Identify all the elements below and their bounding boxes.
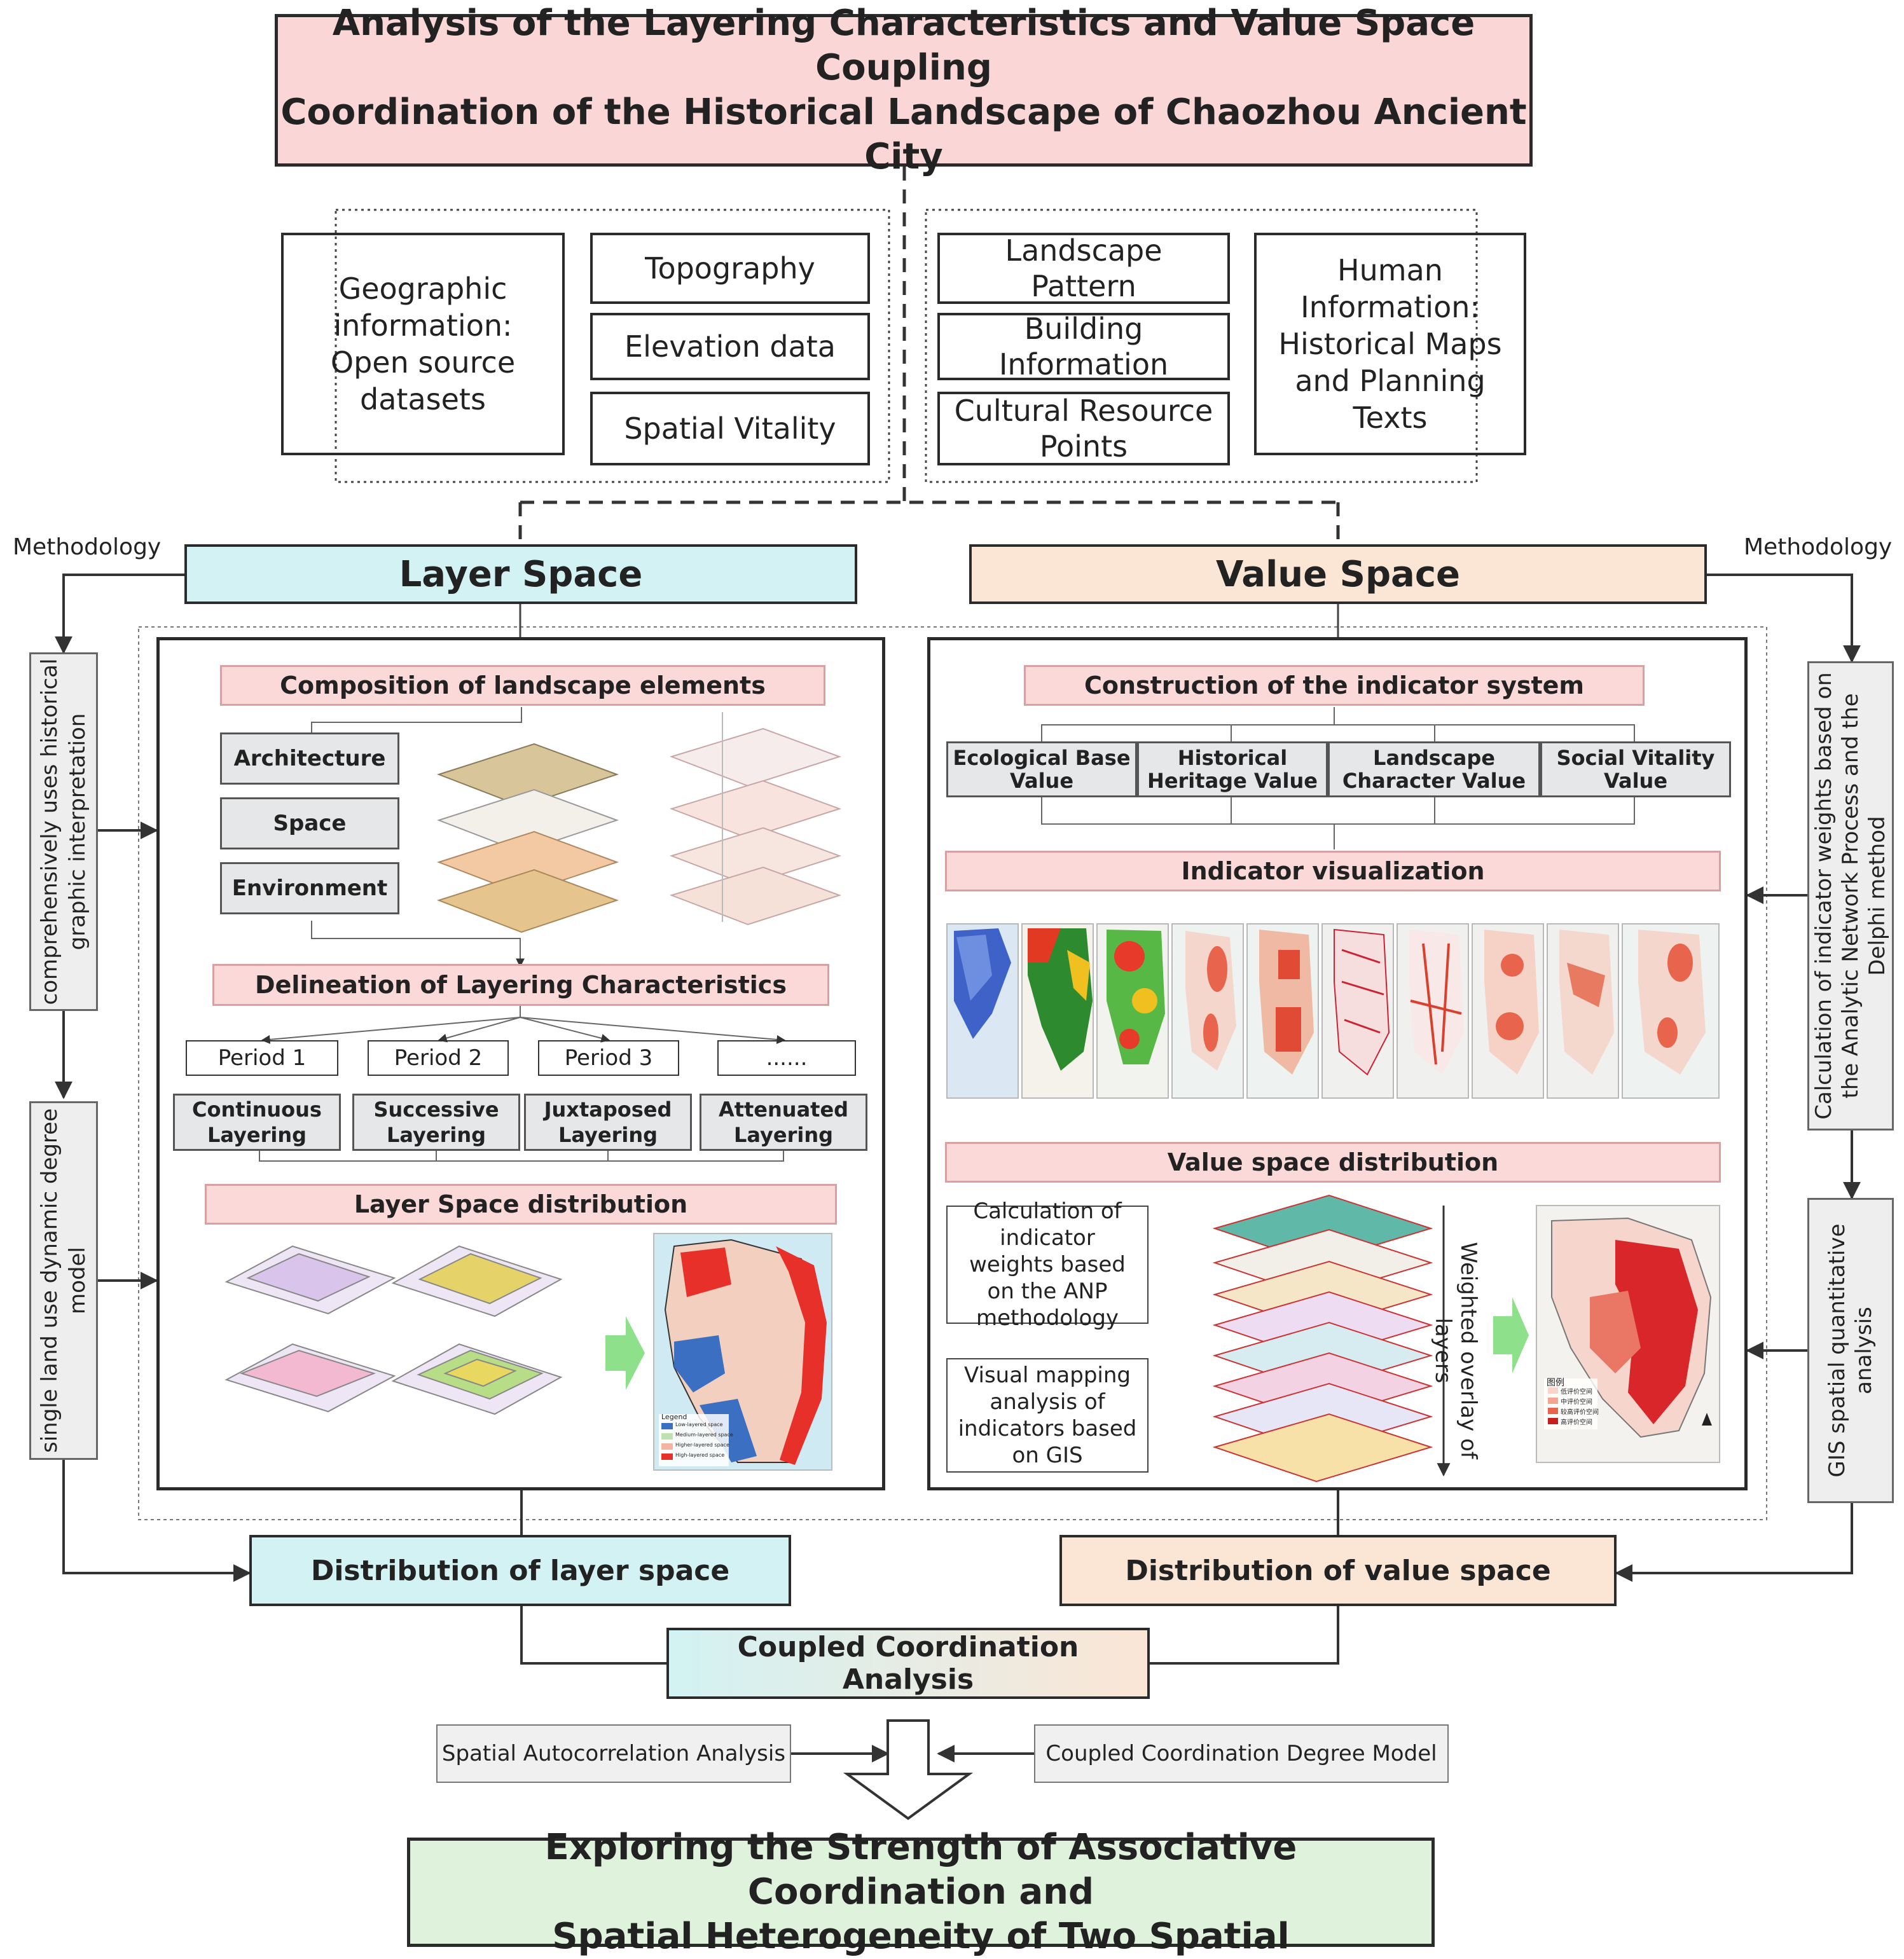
period-more: ......: [717, 1040, 856, 1076]
vitality-box: Spatial Vitality: [590, 392, 870, 465]
down-arrow-icon: [843, 1719, 974, 1820]
title-line-1: Analysis of the Layering Characteristics…: [332, 3, 1475, 88]
right-method-text-2: GIS spatial quantitative analysis: [1825, 1223, 1877, 1478]
title-line-2: Coordination of the Historical Landscape…: [280, 92, 1527, 177]
value-map-legend-3: 较高评价空间: [1561, 1409, 1599, 1416]
topography-box: Topography: [590, 233, 870, 304]
layer-space-header: Layer Space: [184, 544, 857, 604]
indicator-map-3: [1096, 923, 1169, 1099]
layering-juxtaposed: Juxtaposed Layering: [524, 1094, 692, 1151]
coupled-coordination-box: Coupled Coordination Analysis: [666, 1628, 1150, 1699]
indicator-map-10: [1622, 923, 1720, 1099]
left-method-box-1: [29, 652, 98, 1011]
visualization-band: Indicator visualization: [945, 851, 1721, 891]
right-method-box-1: [1807, 661, 1894, 1131]
indicator-map-2: [1021, 923, 1094, 1099]
result-line-2: Spatial Heterogeneity of Two Spatial: [552, 1916, 1290, 1957]
indicator-map-8: [1472, 923, 1544, 1099]
weighted-overlay-label: Weighted overlay of layers: [1430, 1242, 1481, 1459]
value-map-legend-2: 中评价空间: [1561, 1399, 1592, 1406]
layering-continuous: Continuous Layering: [173, 1094, 341, 1151]
elevation-box: Elevation data: [590, 313, 870, 380]
layering-attenuated: Attenuated Layering: [700, 1094, 867, 1151]
composition-band: Composition of landscape elements: [220, 665, 825, 706]
value-space-panel: [927, 637, 1748, 1490]
green-arrow-icon: [1493, 1297, 1529, 1373]
layer-distribution-band: Layer Space distribution: [205, 1184, 837, 1225]
left-method-text-1: comprehensively uses historical graphic …: [37, 658, 90, 1005]
indicator-map-1: [946, 923, 1019, 1099]
cultural-points-box: Cultural Resource Points: [937, 392, 1230, 465]
indicator-map-6: [1321, 923, 1394, 1099]
ccd-model-box: Coupled Coordination Degree Model: [1034, 1724, 1449, 1783]
right-method-box-2: [1807, 1198, 1894, 1503]
title-box: Analysis of the Layering Characteristics…: [275, 3, 1533, 177]
geographic-info-box: Geographic information: Open source data…: [281, 233, 565, 455]
distribution-value-box: Distribution of value space: [1059, 1535, 1617, 1606]
value-space-header: Value Space: [969, 544, 1707, 604]
value-landscape: Landscape Character Value: [1328, 741, 1540, 797]
layer-space-panel: [156, 637, 885, 1490]
delineation-band: Delineation of Layering Characteristics: [212, 964, 829, 1006]
element-architecture: Architecture: [220, 732, 399, 785]
layering-successive: Successive Layering: [352, 1094, 520, 1151]
element-space: Space: [220, 797, 399, 849]
methodology-label-right: Methodology: [1744, 534, 1893, 560]
landscape-pattern-box: Landscape Pattern: [937, 233, 1230, 304]
period-1: Period 1: [186, 1040, 338, 1076]
right-method-text-1: Calculation of indicator weights based o…: [1811, 672, 1890, 1120]
value-historical: Historical Heritage Value: [1137, 741, 1328, 797]
period-3: Period 3: [538, 1040, 679, 1076]
spatial-autocorrelation-box: Spatial Autocorrelation Analysis: [436, 1724, 791, 1783]
indicator-system-band: Construction of the indicator system: [1024, 665, 1645, 706]
value-social: Social Vitality Value: [1540, 741, 1731, 797]
value-map-legend-1: 低评价空间: [1561, 1389, 1592, 1396]
indicator-map-5: [1246, 923, 1319, 1099]
indicator-map-4: [1171, 923, 1244, 1099]
gis-mapping-box: Visual mapping analysis of indicators ba…: [946, 1358, 1149, 1473]
indicator-map-7: [1397, 923, 1469, 1099]
layer-map-legend-title: Legend: [661, 1413, 687, 1421]
value-distribution-band: Value space distribution: [945, 1142, 1721, 1183]
layer-map-legend-2: Medium-layered space: [675, 1432, 733, 1438]
value-map-legend-title: 图例: [1547, 1378, 1564, 1388]
indicator-map-9: [1547, 923, 1619, 1099]
layer-map-legend-3: Higher-layered space: [675, 1442, 729, 1448]
human-info-box: Human Information: Historical Maps and P…: [1254, 233, 1526, 455]
left-method-box-2: [29, 1101, 98, 1460]
distribution-layer-box: Distribution of layer space: [249, 1535, 791, 1606]
green-arrow-icon: [605, 1316, 645, 1390]
anp-weight-box: Calculation of indicator weights based o…: [946, 1199, 1149, 1331]
left-method-text-2: single land use dynamic degree model: [37, 1108, 90, 1453]
result-line-1: Exploring the Strength of Associative Co…: [544, 1827, 1297, 1913]
layer-map-legend-4: High-layered space: [675, 1452, 725, 1458]
value-map-legend-4: 高评价空间: [1561, 1419, 1592, 1426]
period-2: Period 2: [368, 1040, 509, 1076]
result-box: Exploring the Strength of Associative Co…: [407, 1827, 1435, 1957]
building-info-box: Building Information: [937, 312, 1230, 381]
methodology-label-left: Methodology: [13, 534, 162, 560]
layer-map-legend-1: Low-layered space: [675, 1422, 723, 1427]
value-ecological: Ecological Base Value: [946, 741, 1137, 797]
element-environment: Environment: [220, 862, 399, 914]
